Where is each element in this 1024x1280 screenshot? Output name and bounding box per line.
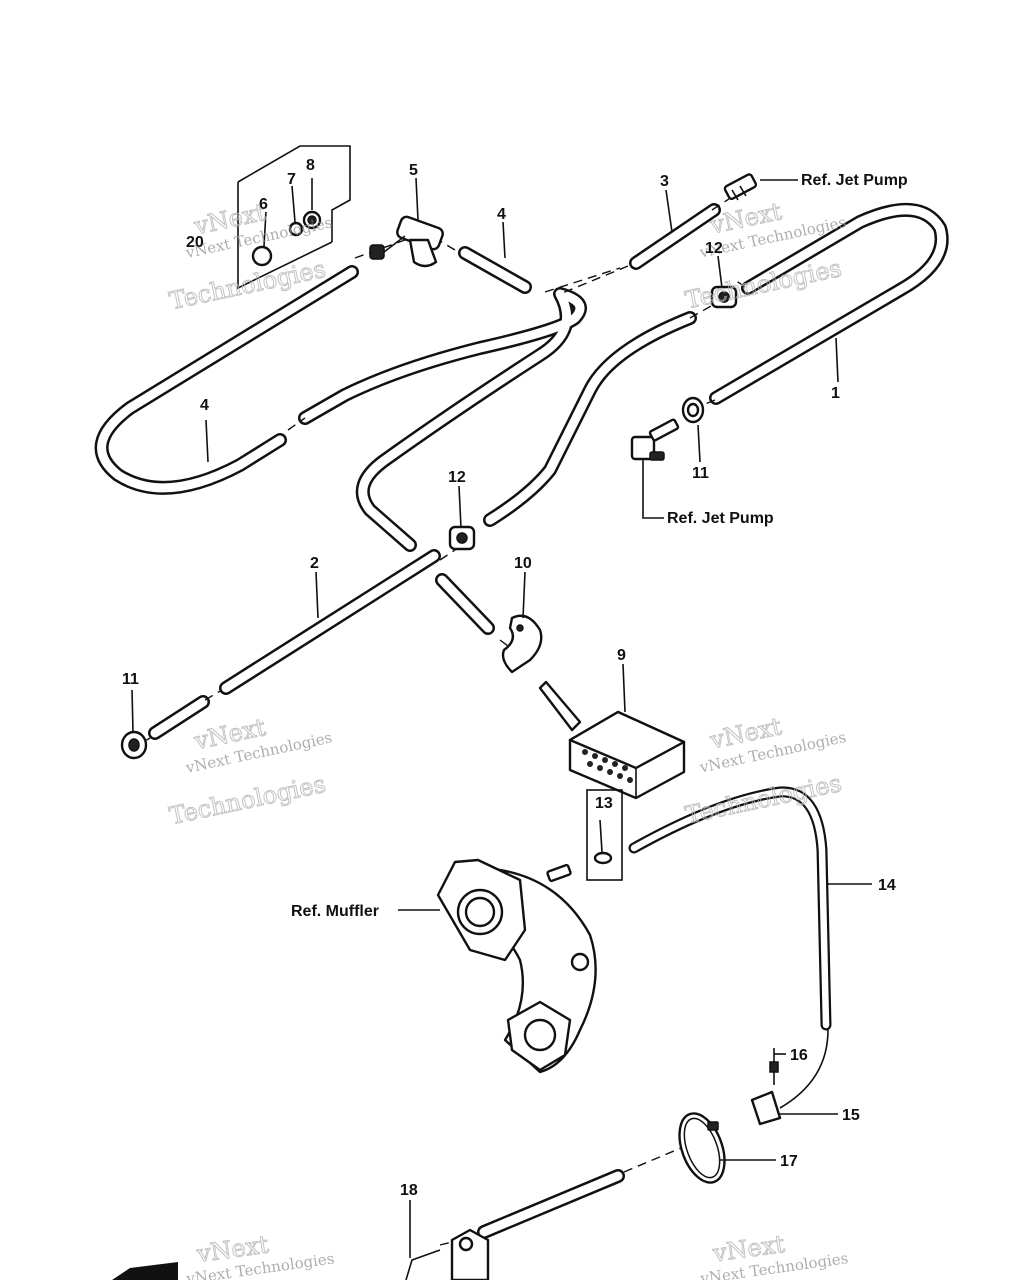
hose-short-left	[148, 695, 210, 740]
leader-lines	[131, 177, 872, 1258]
hose-2	[219, 549, 441, 695]
callout-11-mid: 11	[692, 465, 709, 482]
callout-4-loop: 4	[200, 397, 209, 414]
hose-center-s	[298, 287, 587, 552]
callout-15: 15	[842, 1107, 860, 1124]
hose-4-short	[458, 246, 532, 294]
clamp-15	[750, 1090, 782, 1126]
ref-muffler: Ref. Muffler	[291, 903, 379, 920]
clip-11-mid	[681, 396, 705, 424]
hose-14	[628, 786, 832, 1031]
callout-14: 14	[878, 877, 896, 894]
callout-4-short: 4	[497, 206, 506, 223]
callout-5: 5	[409, 162, 418, 179]
clip-12-top	[710, 285, 738, 309]
callout-labels: 8 7 6 20 5 4 3 12 1 11 4 12 2 10 9 11 13…	[122, 157, 896, 1199]
bracket-10	[501, 614, 543, 674]
callout-2: 2	[310, 555, 319, 572]
reference-labels: Ref. Jet Pump Ref. Jet Pump Ref. Muffler	[291, 172, 908, 920]
callout-20: 20	[186, 234, 204, 251]
muffler	[436, 858, 597, 1074]
callout-10: 10	[514, 555, 532, 572]
detail-box-6-7-8	[237, 145, 351, 290]
watermark-text: Technologies	[683, 254, 844, 314]
hose-1-loop	[709, 203, 949, 405]
hose-right-bend	[483, 311, 697, 527]
box-part-9	[538, 680, 686, 800]
hose-4-loop	[94, 265, 359, 495]
callout-17: 17	[780, 1153, 798, 1170]
hose-3	[629, 203, 721, 270]
callout-6: 6	[259, 196, 268, 213]
ref-jet-pump-mid: Ref. Jet Pump	[667, 510, 774, 527]
hose-14-tail	[779, 1029, 829, 1109]
callout-7: 7	[287, 171, 296, 188]
ref-jet-pump-top: Ref. Jet Pump	[801, 172, 908, 189]
callout-3: 3	[660, 173, 669, 190]
front-arrow-marker	[112, 1262, 178, 1280]
callout-16: 16	[790, 1047, 808, 1064]
hose-bottom	[477, 1169, 625, 1239]
callout-1: 1	[831, 385, 840, 402]
callout-18: 18	[400, 1182, 418, 1199]
watermark-text: Technologies	[167, 770, 328, 830]
callout-9: 9	[617, 647, 626, 664]
callout-13: 13	[595, 795, 613, 812]
callout-12-top: 12	[705, 240, 723, 257]
detail-box-13	[586, 789, 623, 881]
band-clamp-17	[678, 1112, 726, 1184]
callout-8: 8	[306, 157, 315, 174]
fitting-18	[405, 1228, 490, 1280]
hose-short-center	[435, 573, 495, 635]
jet-pump-fitting-top	[723, 173, 758, 201]
callout-11-left: 11	[122, 671, 139, 688]
clip-12-center	[448, 525, 476, 551]
tee-fitting-5	[369, 215, 444, 268]
callout-12-center: 12	[448, 469, 466, 486]
clip-11-left	[120, 730, 148, 760]
jet-pump-fitting-mid	[630, 418, 680, 461]
